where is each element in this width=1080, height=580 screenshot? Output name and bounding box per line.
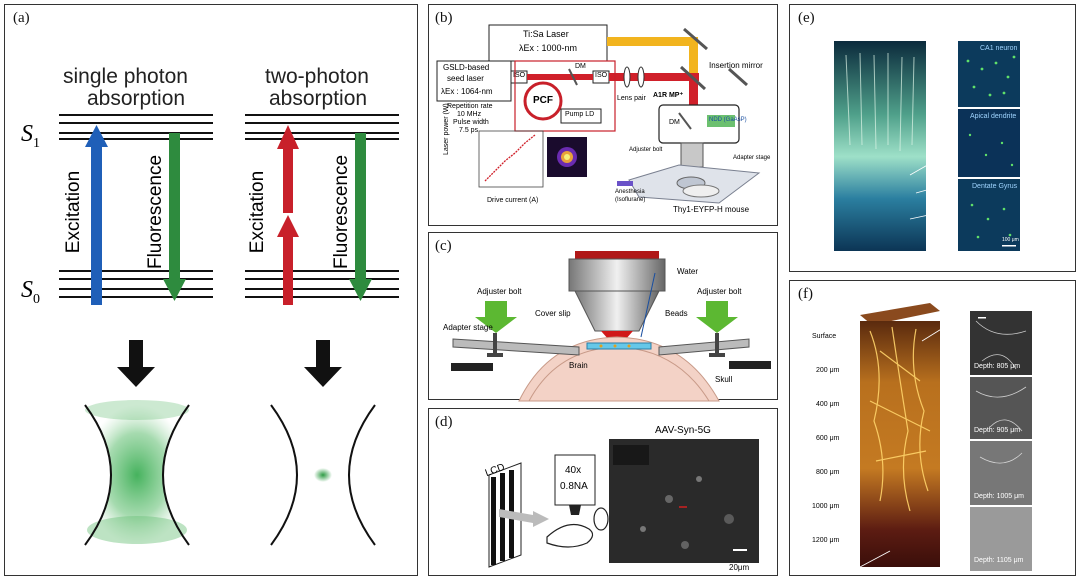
lens-pair-label: Lens pair (617, 95, 646, 102)
plot-xlabel: Drive current (A) (487, 197, 539, 204)
inset-label-ca1: CA1 neuron (980, 45, 1018, 52)
panel-f-label: (f) (798, 286, 813, 302)
single-fluorescence-arrow (163, 133, 186, 301)
dm-1-label: DM (575, 63, 586, 70)
tisa-wavelength-label: λEx : 1000-nm (519, 43, 578, 53)
depth-label-f-3: 600 μm (816, 435, 840, 442)
dm-2-label: DM (669, 119, 680, 126)
depth-label-f-2: 400 μm (816, 401, 840, 408)
pulse-width-label: Pulse width (453, 119, 489, 126)
adapter-stage-label-c: Adapter stage (443, 323, 493, 332)
fluorescence-label-right: Fluorescence (331, 154, 353, 270)
s0-level-label: S0 (21, 277, 40, 307)
cover-slip-label: Cover slip (535, 309, 571, 318)
adapter-stage-label-b: Adapter stage (733, 155, 771, 161)
single-excitation-arrow (85, 125, 108, 305)
depth-label-e-5: 1000 μm (928, 165, 948, 171)
inset-label-1105: Depth: 1105 μm (974, 557, 1024, 564)
panel-a-label: (a) (13, 10, 30, 26)
anesthesia-label: Anesthesia (615, 189, 645, 195)
plot-ylabel: Laser power (W) (443, 103, 450, 155)
objective-na-label: 0.8NA (560, 481, 588, 492)
two-photon-excitation-arrows (277, 125, 299, 305)
panel-e: (e) (789, 4, 1076, 272)
single-photon-title-line1: single photon (63, 65, 188, 88)
depth-label-e-1: 200 μm (928, 69, 945, 75)
fluorescence-label-left: Fluorescence (145, 154, 167, 270)
pcf-label: PCF (533, 95, 553, 106)
single-photon-focus-cone (84, 400, 190, 546)
depth-label-e-3: 600 μm (928, 117, 945, 123)
gsld-label-1: GSLD-based (443, 63, 490, 72)
panel-a: (a) single photon absorption two-photon … (4, 4, 418, 576)
depth-label-f-4: 800 μm (816, 469, 840, 476)
adjuster-bolt-left-label: Adjuster bolt (477, 287, 522, 296)
beads-label: Beads (665, 309, 688, 318)
visual-stimulus-setup (488, 439, 759, 568)
s1-level-label: S1 (21, 121, 40, 151)
two-photon-title-line2: absorption (269, 87, 368, 110)
tisa-laser-label: Ti:Sa Laser (523, 29, 569, 39)
single-photon-title-line2: absorption (87, 87, 186, 110)
excitation-label-left: Excitation (63, 170, 85, 254)
aav-title: AAV-Syn-5G (655, 425, 711, 436)
inset-label-1005: Depth: 1005 μm (974, 493, 1024, 500)
pump-ld-label: Pump LD (565, 111, 595, 118)
depth-label-e-6: 1200 μm (928, 189, 948, 195)
panel-b-label: (b) (435, 10, 453, 26)
depth-label-e-4: 800 μm (928, 141, 945, 147)
scale-bar-label-d: 20μm (729, 563, 750, 572)
pulse-width-value: 7.5 ps (459, 127, 479, 134)
panel-b: (b) (428, 4, 778, 226)
panel-f: (f) (789, 280, 1076, 576)
depth-label-e-7: 1400 μm (928, 213, 948, 219)
scale-bar-label-e: 100 μm (1002, 237, 1019, 243)
mouse-label: Thy1-EYFP-H mouse (673, 205, 750, 214)
water-label: Water (677, 267, 699, 276)
skull-label: Skull (715, 375, 733, 384)
brain-label: Brain (569, 361, 588, 370)
depth-label-e-2: 400 μm (928, 93, 945, 99)
rep-rate-value: 10 MHz (457, 111, 482, 118)
objective-mag-label: 40x (565, 465, 582, 476)
hippocampus-3d-volume (834, 41, 1020, 251)
energy-level-diagram (59, 114, 399, 546)
inset-label-apical: Apical dendrite (970, 113, 1017, 120)
vasculature-3d-volume (859, 303, 1032, 571)
depth-label-e-8: 1600 μm (928, 237, 948, 243)
down-arrow-left (117, 340, 155, 387)
panel-c: (c) (428, 232, 778, 402)
laser-power-plot (478, 130, 544, 188)
imaging-window-diagram (451, 251, 771, 402)
inset-label-905: Depth: 905 μm (974, 427, 1021, 434)
depth-label-f-6: 1200 μm (812, 537, 840, 544)
two-photon-microscope-setup (436, 24, 761, 204)
panel-d-label: (d) (435, 414, 453, 430)
insertion-mirror-label: Insertion mirror (709, 61, 763, 70)
inset-label-805: Depth: 805 μm (974, 363, 1021, 370)
depth-label-f-0: Surface (812, 333, 837, 340)
adjuster-bolt-right-label: Adjuster bolt (697, 287, 742, 296)
panel-e-label: (e) (798, 10, 815, 26)
a1r-label: A1R MP⁺ (653, 92, 684, 99)
adjuster-bolt-label-b: Adjuster bolt (629, 147, 663, 153)
depth-label-e-0: 0 μm (928, 45, 940, 51)
rep-rate-label: Repetition rate (447, 103, 493, 110)
panel-c-label: (c) (435, 238, 452, 254)
depth-label-f-5: 1000 μm (812, 503, 840, 510)
iso-2-label: ISO (595, 72, 608, 79)
isoflurane-label: (Isoflurane) (615, 197, 646, 203)
down-arrow-right (304, 340, 342, 387)
two-photon-focus-cone (270, 404, 376, 546)
two-photon-title-line1: two-photon (265, 65, 369, 88)
inset-label-dentate: Dentate Gyrus (972, 183, 1018, 190)
gsld-wavelength-label: λEx : 1064-nm (441, 87, 493, 96)
gsld-label-2: seed laser (447, 74, 484, 83)
depth-label-f-1: 200 μm (816, 367, 840, 374)
iso-1-label: ISO (513, 72, 526, 79)
panel-d: (d) AAV-Syn-5G LCD 40x 0.8NA 20μm (428, 408, 778, 576)
two-photon-fluorescence-arrow (349, 133, 372, 301)
excitation-label-right: Excitation (247, 170, 269, 254)
ndd-label: NDD (GaAsP) (709, 117, 747, 123)
